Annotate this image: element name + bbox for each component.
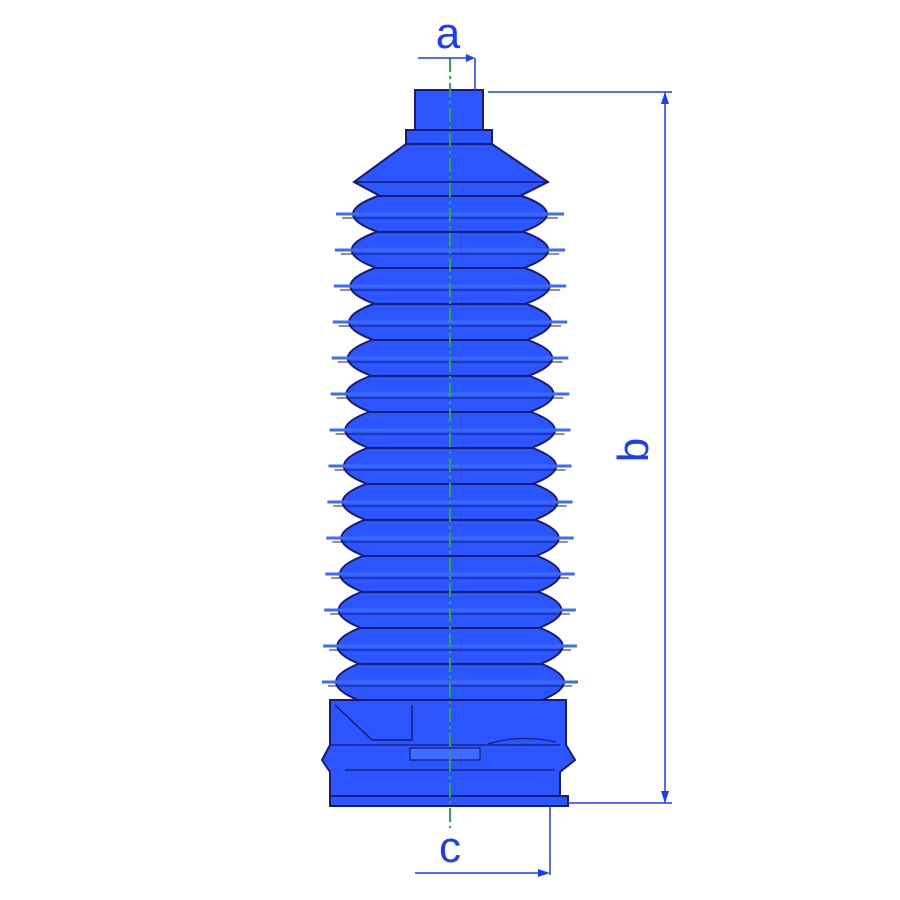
dimension-a: a	[418, 9, 476, 92]
dimension-a-label: a	[436, 9, 461, 58]
boot-base-inner	[334, 704, 413, 741]
dimension-b: b	[488, 91, 672, 804]
dimension-c-arrow	[538, 869, 550, 877]
dimension-a-arrow	[466, 54, 475, 62]
boot-base-slot	[409, 747, 481, 761]
dimension-b-arrow-top	[661, 92, 669, 104]
bellows-boot	[320, 89, 578, 807]
dimension-b-arrow-bottom	[661, 791, 669, 803]
dimension-b-label: b	[609, 438, 658, 462]
boot-base-notch	[487, 737, 557, 745]
dimension-c: c	[415, 806, 551, 877]
dimension-c-label: c	[439, 823, 461, 872]
